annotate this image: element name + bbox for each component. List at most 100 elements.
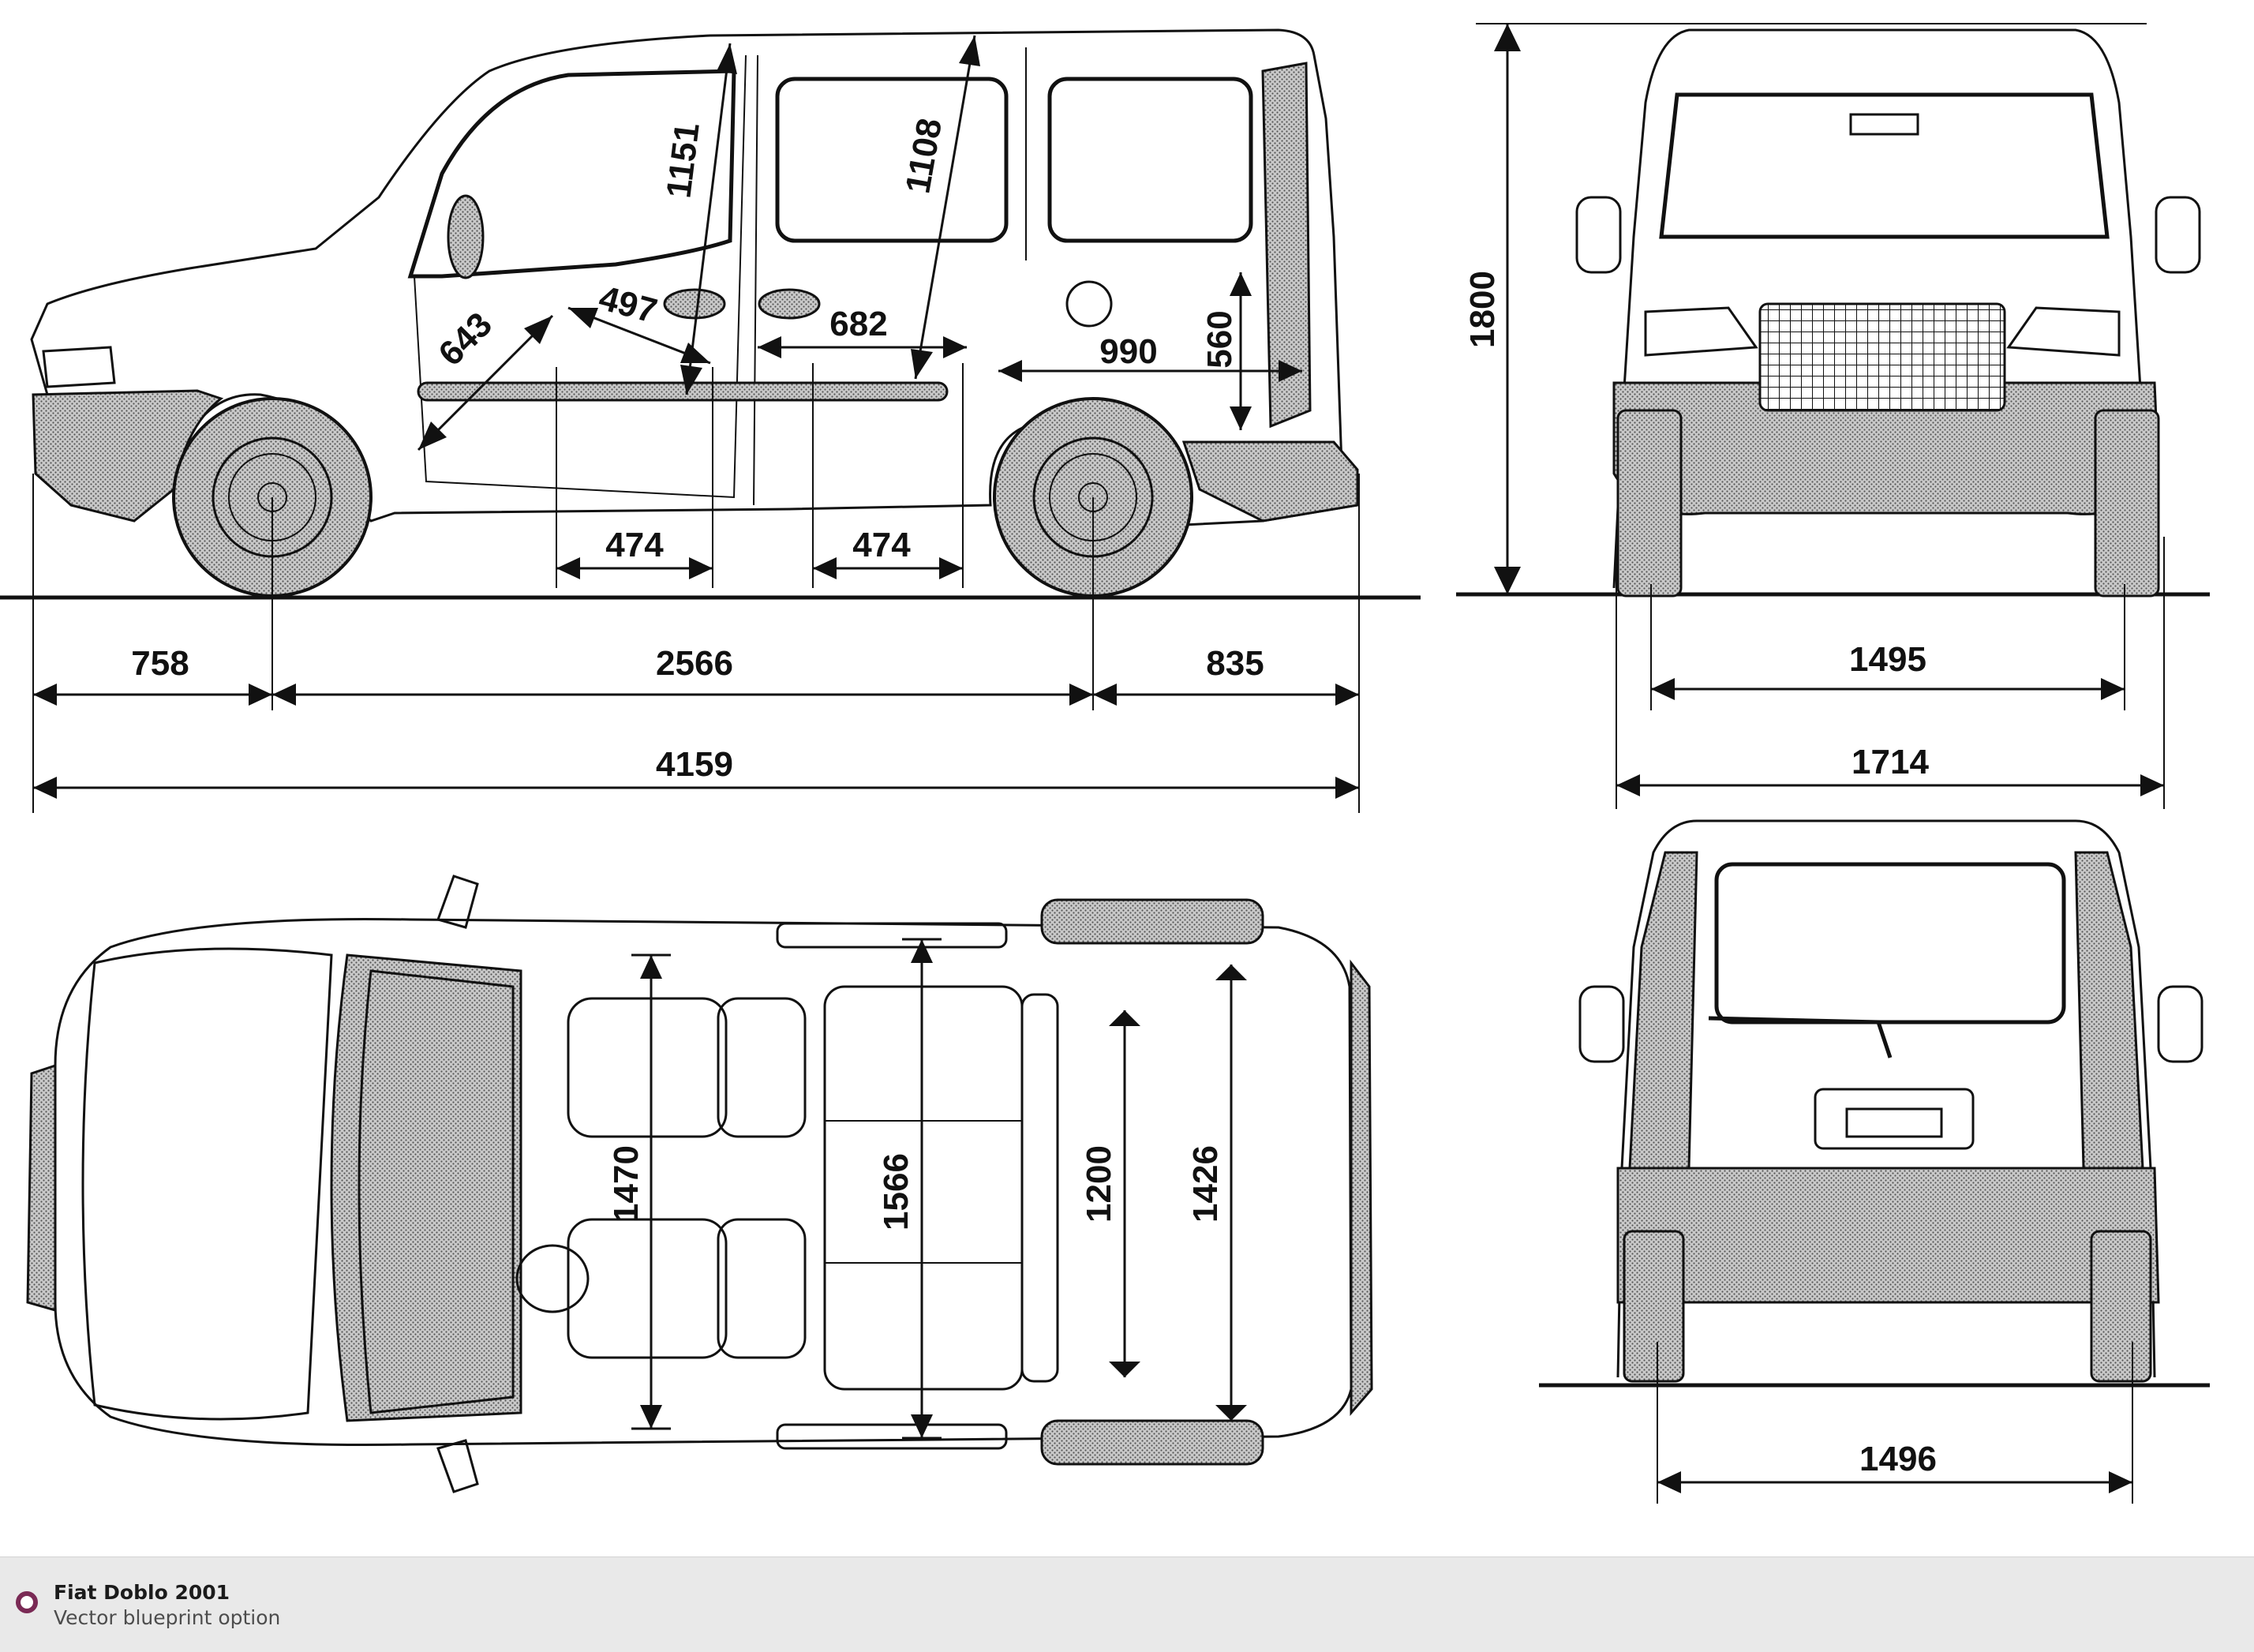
rear-bumper: [1616, 1167, 2160, 1304]
label-rear-track: 1496: [1859, 1440, 1937, 1478]
dim-front-door-diagonal: 643: [417, 305, 554, 451]
top-windshield: [330, 953, 522, 1422]
top-front-bumper: [26, 1063, 57, 1312]
front-grille: [1758, 302, 2006, 412]
dim-overall-length: 4159: [33, 745, 1359, 799]
rear-right-mirror: [2157, 985, 2203, 1063]
dim-load-width-max: 1426: [1186, 965, 1247, 1421]
label-sliding-door-width: 682: [829, 305, 887, 343]
dim-front-door-height: 1151: [659, 43, 737, 395]
dim-load-sill-height: 560: [1200, 272, 1252, 430]
rear-body-outline: [1616, 819, 2156, 1378]
top-steering-wheel: [515, 1244, 590, 1313]
top-hood: [81, 947, 333, 1421]
label-wheelbase: 2566: [656, 644, 733, 683]
rear-right-tire: [2090, 1230, 2152, 1383]
label-front-seat-width: 1470: [607, 1145, 646, 1223]
top-view: 1470 1566 1200 1426: [26, 875, 1373, 1493]
front-windshield: [1659, 92, 2110, 239]
top-rear-bench: [823, 985, 1024, 1391]
front-body-outline: [1612, 28, 2156, 589]
rear-plate-recess: [1814, 1088, 1975, 1150]
top-left-window: [776, 922, 1008, 949]
dim-wheelbase: 2566: [272, 644, 1093, 706]
dim-overall-height: 1800: [1463, 24, 1521, 594]
label-load-floor-length: 990: [1099, 332, 1157, 371]
footer-bar: Fiat Doblo 2001 Vector blueprint option: [0, 1556, 2254, 1652]
dim-front-door-bottom: 474: [556, 526, 713, 579]
label-front-door-height: 1151: [659, 121, 706, 200]
rear-view: 1496: [1539, 819, 2210, 1504]
rear-wiper: [1708, 1016, 1893, 1058]
side-door-badge-rear: [758, 288, 821, 320]
top-right-window: [776, 1423, 1008, 1450]
top-right-mirror: [436, 1439, 479, 1493]
dim-front-seat-width: 1470: [607, 953, 671, 1430]
rear-left-tire: [1623, 1230, 1685, 1383]
side-fuel-cap: [1065, 280, 1113, 328]
label-load-sill-height: 560: [1200, 310, 1239, 368]
side-body-strip: [417, 381, 949, 402]
front-view: 1800 1495 1714: [1456, 23, 2210, 809]
top-roof-interior: [358, 969, 515, 1414]
dim-sliding-door-height: 1108: [898, 35, 980, 380]
dim-rear-track: 1496: [1657, 1440, 2132, 1493]
top-right-sliding-door: [1040, 1419, 1264, 1466]
side-c-pillar: [1261, 62, 1312, 429]
rear-license-plate: [1845, 1107, 1943, 1138]
side-door-badge-front: [663, 288, 726, 320]
front-rear-view-mirror: [1849, 113, 1919, 136]
dim-sliding-door-bottom: 474: [813, 526, 963, 579]
blueprint-drawing: 758 2566 835 4159 474: [0, 23, 2210, 1504]
footer-subtitle: Vector blueprint option: [54, 1606, 281, 1629]
dim-load-width-arches: 1200: [1080, 1010, 1140, 1377]
front-left-tire: [1616, 409, 1683, 597]
side-mirror: [447, 194, 485, 279]
label-overall-height: 1800: [1463, 271, 1502, 348]
label-load-width-arches: 1200: [1080, 1145, 1118, 1223]
side-middle-window: [775, 77, 1009, 243]
side-front-door-line: [414, 54, 747, 499]
dim-front-overhang: 758: [33, 644, 272, 706]
front-right-headlight: [2006, 306, 2121, 357]
side-rear-window: [1047, 77, 1253, 243]
top-left-sliding-door: [1040, 898, 1264, 945]
front-left-headlight: [1644, 306, 1758, 357]
side-front-bumper: [32, 389, 224, 523]
side-front-window: [407, 69, 736, 279]
top-front-seat-back-left: [717, 997, 807, 1138]
footer-title: Fiat Doblo 2001: [54, 1581, 230, 1604]
top-rear-bumper: [1350, 959, 1373, 1417]
dim-load-floor-length: 990: [998, 332, 1302, 382]
top-bench-back: [1020, 993, 1059, 1383]
rear-left-mirror: [1578, 985, 1625, 1063]
dim-front-track: 1495: [1651, 640, 2125, 700]
label-sliding-door-bottom: 474: [852, 526, 911, 564]
side-rear-bumper: [1181, 440, 1359, 523]
front-left-mirror: [1575, 196, 1622, 274]
side-headlight: [42, 346, 116, 388]
dim-sliding-door-width: 682: [758, 305, 967, 358]
front-right-mirror: [2155, 196, 2201, 274]
label-front-door-diagonal: 643: [431, 305, 500, 373]
dim-rear-overhang: 835: [1093, 644, 1359, 706]
top-front-seat-left: [567, 997, 728, 1138]
label-overall-length: 4159: [656, 745, 733, 784]
top-left-mirror: [436, 875, 479, 929]
side-sliding-door-line: [753, 47, 1027, 506]
label-front-overhang: 758: [131, 644, 189, 683]
top-front-seat-right: [567, 1218, 728, 1359]
top-front-seat-back-right: [717, 1218, 807, 1359]
label-rear-seat-width: 1566: [877, 1153, 915, 1231]
front-right-tire: [2094, 409, 2160, 597]
label-rear-overhang: 835: [1206, 644, 1264, 683]
label-sliding-door-height: 1108: [898, 115, 949, 197]
dim-rear-seat-width: 1566: [877, 938, 942, 1440]
label-front-door-bottom: 474: [605, 526, 664, 564]
rear-window: [1714, 862, 2066, 1025]
label-overall-width: 1714: [1852, 743, 1929, 781]
label-load-width-max: 1426: [1186, 1145, 1225, 1223]
dim-overall-width: 1714: [1616, 743, 2164, 796]
label-front-track: 1495: [1849, 640, 1926, 679]
circle-logo-icon: [16, 1591, 38, 1613]
